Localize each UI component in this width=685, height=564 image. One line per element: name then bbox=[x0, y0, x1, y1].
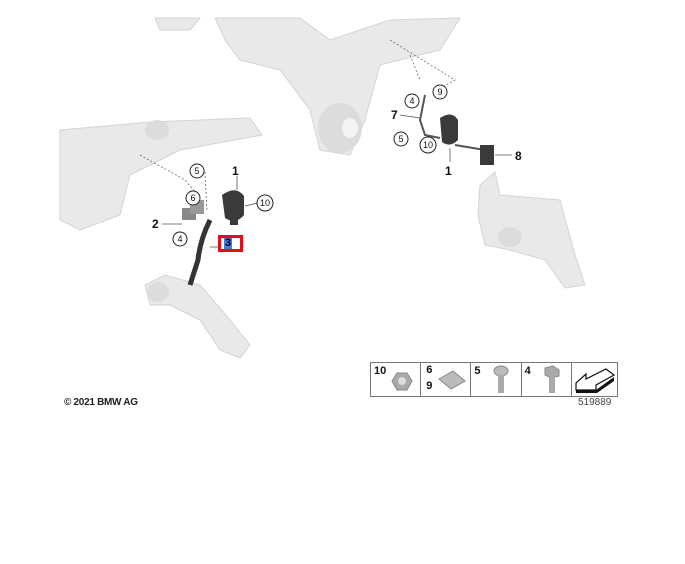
callout-1-left: 1 bbox=[232, 164, 239, 178]
callout-5-left: 5 bbox=[194, 166, 199, 176]
legend-cell-hex-bolt: 4 bbox=[522, 363, 572, 396]
callout-5-right: 5 bbox=[398, 134, 403, 144]
fastener-legend: 10 6 9 5 4 bbox=[370, 362, 618, 397]
right-control-arm bbox=[477, 171, 586, 289]
callout-4-left: 4 bbox=[177, 234, 182, 244]
callout-10-right: 10 bbox=[423, 140, 433, 150]
right-height-sensor bbox=[418, 94, 494, 165]
legend-cell-screw: 5 bbox=[471, 363, 522, 396]
callout-10-left: 10 bbox=[260, 198, 270, 208]
legend-number: 10 bbox=[374, 365, 387, 377]
callout-2-left: 2 bbox=[152, 217, 159, 231]
hex-bolt-icon bbox=[544, 365, 560, 393]
legend-number: 4 bbox=[524, 365, 531, 377]
left-control-arm bbox=[144, 274, 251, 359]
callout-7-right: 7 bbox=[391, 108, 398, 122]
callout-4-right: 4 bbox=[409, 96, 414, 106]
rear-subframe bbox=[154, 17, 461, 156]
left-trailing-arm bbox=[59, 117, 263, 231]
callout-8-right: 8 bbox=[515, 149, 522, 163]
callout-1-right: 1 bbox=[445, 164, 452, 178]
legend-number: 9 bbox=[426, 380, 433, 392]
arrow-icon bbox=[575, 368, 615, 393]
legend-number: 6 bbox=[426, 364, 433, 376]
legend-cell-arrow bbox=[572, 363, 617, 396]
legend-cell-clip-nut: 6 9 bbox=[421, 363, 472, 396]
highlighted-part-callout[interactable]: 3 bbox=[218, 235, 243, 252]
clip-nut-icon bbox=[438, 370, 467, 390]
copyright: © 2021 BMW AG bbox=[64, 397, 138, 408]
screw-icon bbox=[493, 365, 509, 393]
diagram-number: 519889 bbox=[578, 397, 612, 408]
legend-number: 5 bbox=[474, 365, 481, 377]
nut-icon bbox=[391, 372, 413, 391]
callout-3-highlighted[interactable]: 3 bbox=[224, 237, 233, 249]
callout-9-right: 9 bbox=[437, 87, 442, 97]
legend-cell-nut: 10 bbox=[371, 363, 422, 396]
callout-6-left: 6 bbox=[190, 193, 195, 203]
